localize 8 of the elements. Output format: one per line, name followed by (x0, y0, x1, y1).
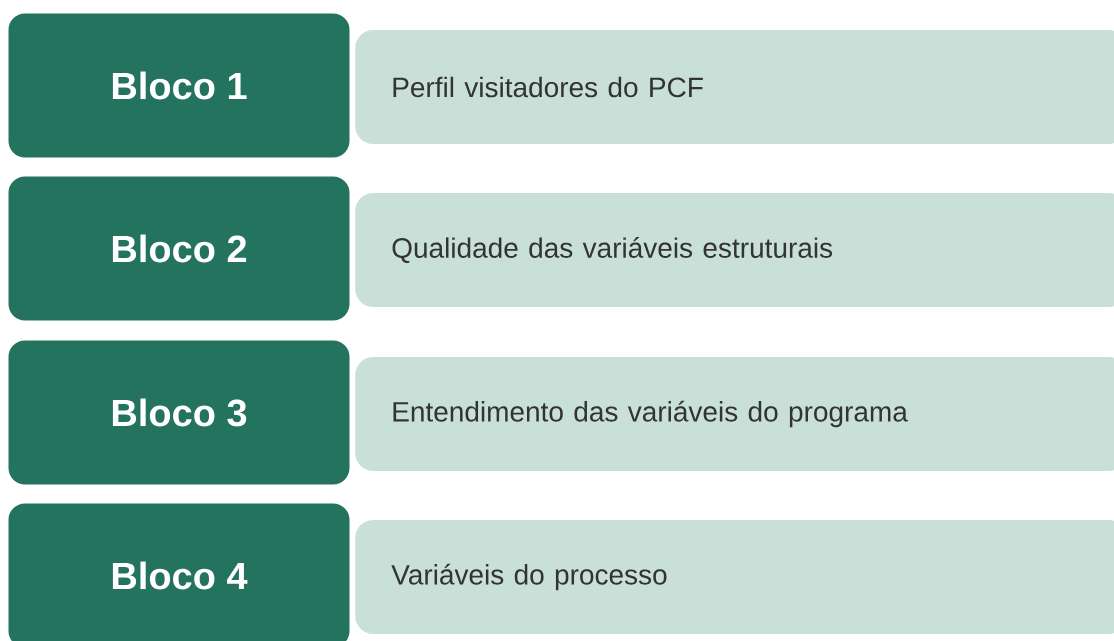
block-label-box: Bloco 4 (5, 500, 353, 641)
topic-band: Entendimento das variáveis do programa (355, 357, 1114, 471)
topic-band: Variáveis do processo (355, 520, 1114, 634)
topic-band: Perfil visitadores do PCF (355, 30, 1114, 144)
block-label-box: Bloco 1 (5, 10, 353, 161)
block-label-box: Bloco 2 (5, 173, 353, 324)
block-label-box: Bloco 3 (5, 337, 353, 488)
topic-band: Qualidade das variáveis estruturais (355, 193, 1114, 307)
